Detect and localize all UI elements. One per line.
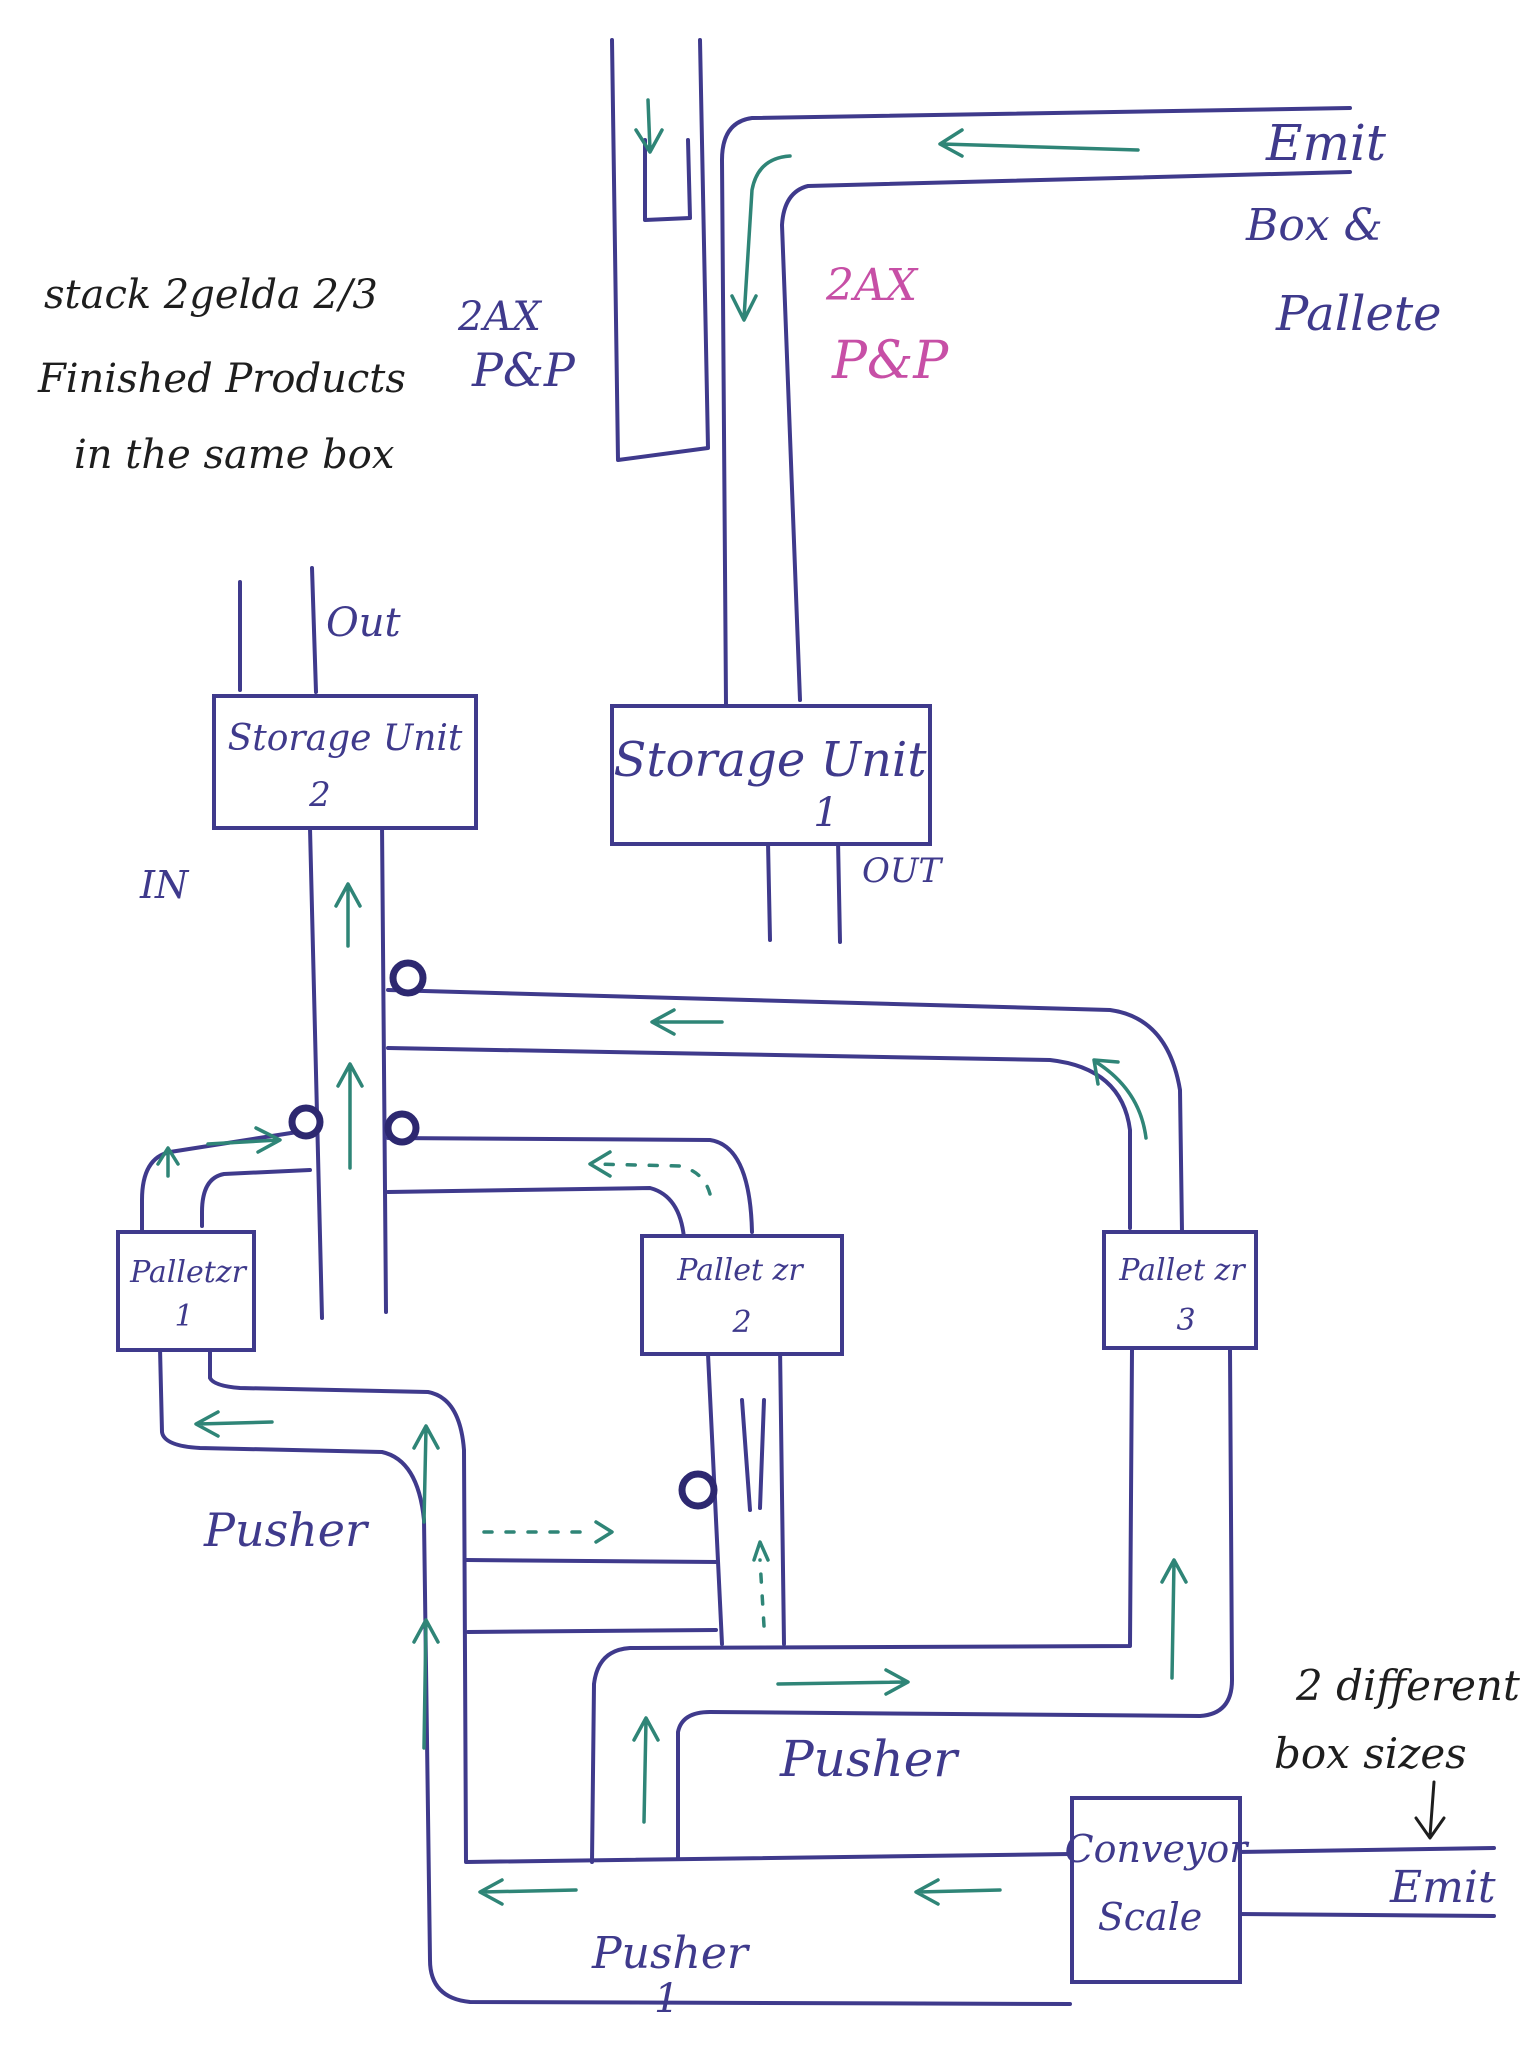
p1-branch-inner	[200, 1168, 312, 1228]
arrow-icon	[634, 98, 664, 154]
pnp-right-label: P&P	[831, 331, 949, 391]
feed-conveyor-outer	[720, 106, 1352, 707]
palletizer-2[interactable]: Pallet zr 2	[640, 1234, 844, 1356]
arrow-icon	[588, 1150, 612, 1178]
pusher-bottom-label: Pusher	[591, 1928, 751, 1979]
su2-out-label: Out	[326, 600, 402, 646]
sensor-icon	[389, 959, 427, 997]
arrow-icon	[594, 1520, 614, 1544]
box-sizes-line-2: box sizes	[1274, 1729, 1467, 1778]
flow-arrows	[156, 98, 1188, 1906]
storage-unit-1[interactable]: Storage Unit 1	[610, 704, 932, 846]
arrow-icon	[776, 1668, 910, 1696]
arrow-icon	[632, 1716, 660, 1824]
palletizer-2-name: Pallet zr	[676, 1253, 804, 1288]
p2-leg-walls	[706, 1344, 786, 1646]
pallete-label: Pallete	[1275, 286, 1442, 342]
su2-out-walls	[238, 566, 318, 694]
arrow-icon	[336, 1062, 364, 1170]
pusher-mid-label: Pusher	[779, 1730, 960, 1788]
chute-left-walls	[610, 38, 710, 462]
palletizer-1-name: Palletzr	[129, 1255, 248, 1290]
arrow-icon	[752, 1540, 770, 1562]
sensor-icon	[288, 1104, 324, 1140]
box-sizes-line-1: 2 different	[1295, 1661, 1520, 1710]
palletizer-3-box	[1102, 1230, 1258, 1350]
palletizer-1-box	[116, 1230, 256, 1352]
note-line-1: stack 2gelda 2/3	[44, 272, 378, 318]
storage-unit-1-number: 1	[813, 790, 838, 836]
arrow-icon	[1092, 1058, 1148, 1140]
conveyor-scale-type: Scale	[1098, 1895, 1203, 1939]
arrow-down-icon	[1414, 1780, 1446, 1840]
emit-bottom-label: Emit	[1389, 1862, 1496, 1913]
sensor-icon	[384, 1110, 420, 1146]
arrow-icon	[1160, 1558, 1188, 1680]
mid-conveyor-outer	[590, 1348, 1134, 1864]
arrow-icon	[412, 1618, 440, 1750]
in-label: IN	[139, 863, 190, 907]
loop-inner	[386, 1046, 1132, 1230]
chute-left-inner	[643, 138, 692, 222]
p2-branch-outer	[386, 1136, 754, 1234]
conveyor-scale-name: Conveyor	[1065, 1827, 1251, 1871]
su1-out-label: OUT	[862, 851, 944, 891]
storage-unit-1-box	[610, 704, 932, 846]
arrow-icon	[206, 1126, 282, 1154]
arrow-icon	[478, 1878, 578, 1906]
storage-unit-2[interactable]: Storage Unit 2	[212, 694, 478, 830]
labels: Emit Box & Pallete 2AX P&P 2AX P&P stack…	[37, 114, 1520, 2022]
arrow-icon	[730, 154, 792, 322]
scale-exit-walls	[1236, 1846, 1496, 1918]
p1-loop-inner	[208, 1344, 1072, 1864]
storage-unit-2-number: 2	[308, 775, 331, 815]
pnp-left-label: P&P	[471, 343, 576, 397]
arrow-icon	[412, 1424, 440, 1524]
storage-unit-1-name: Storage Unit	[613, 732, 927, 788]
pusher-cross-walls	[464, 1558, 720, 1634]
mid-conveyor-inner	[676, 1348, 1234, 1860]
note-line-3: in the same box	[74, 432, 394, 478]
arrow-icon	[650, 1008, 724, 1036]
loop-outer	[386, 988, 1184, 1234]
arrow-icon	[758, 1558, 766, 1628]
arrow-icon	[914, 1878, 1002, 1906]
p2-branch-inner	[386, 1186, 686, 1240]
p2-leg-inner	[740, 1398, 766, 1512]
conveyor-scale[interactable]: Conveyor Scale	[1065, 1796, 1251, 1984]
palletizer-3-number: 3	[1176, 1303, 1195, 1338]
conveyor-scale-box	[1070, 1796, 1242, 1984]
palletizer-3[interactable]: Pallet zr 3	[1102, 1230, 1258, 1350]
box-pallete-label: Box &	[1245, 200, 1383, 251]
pusher-bottom-number: 1	[654, 1976, 679, 2022]
storage-unit-2-name: Storage Unit	[228, 718, 463, 759]
pnp-left-axes: 2AX	[457, 294, 542, 340]
su1-out-walls	[766, 838, 842, 944]
pusher-left-label: Pusher	[203, 1503, 370, 1557]
arrow-icon	[194, 1410, 274, 1438]
feed-conveyor-inner	[780, 170, 1352, 702]
palletizer-1[interactable]: Palletzr 1	[116, 1230, 256, 1352]
arrow-icon	[590, 1162, 712, 1196]
conveyor-walls	[140, 38, 1496, 2006]
sensor-icon	[678, 1470, 718, 1510]
p1-loop-outer	[158, 1346, 1072, 2006]
emit-top-label: Emit	[1265, 114, 1387, 172]
arrow-icon	[938, 128, 1140, 158]
palletizer-2-number: 2	[731, 1305, 751, 1340]
p1-branch-outer	[140, 1128, 312, 1234]
trunk-walls	[308, 822, 388, 1320]
pnp-right-axes: 2AX	[825, 260, 919, 311]
storage-unit-2-box	[212, 694, 478, 830]
note-line-2: Finished Products	[37, 356, 406, 402]
arrow-icon	[156, 1146, 180, 1178]
arrow-icon	[334, 882, 362, 948]
palletizer-3-name: Pallet zr	[1118, 1253, 1246, 1288]
sensors	[288, 959, 718, 1510]
palletizer-1-number: 1	[174, 1299, 193, 1334]
palletizer-2-box	[640, 1234, 844, 1356]
